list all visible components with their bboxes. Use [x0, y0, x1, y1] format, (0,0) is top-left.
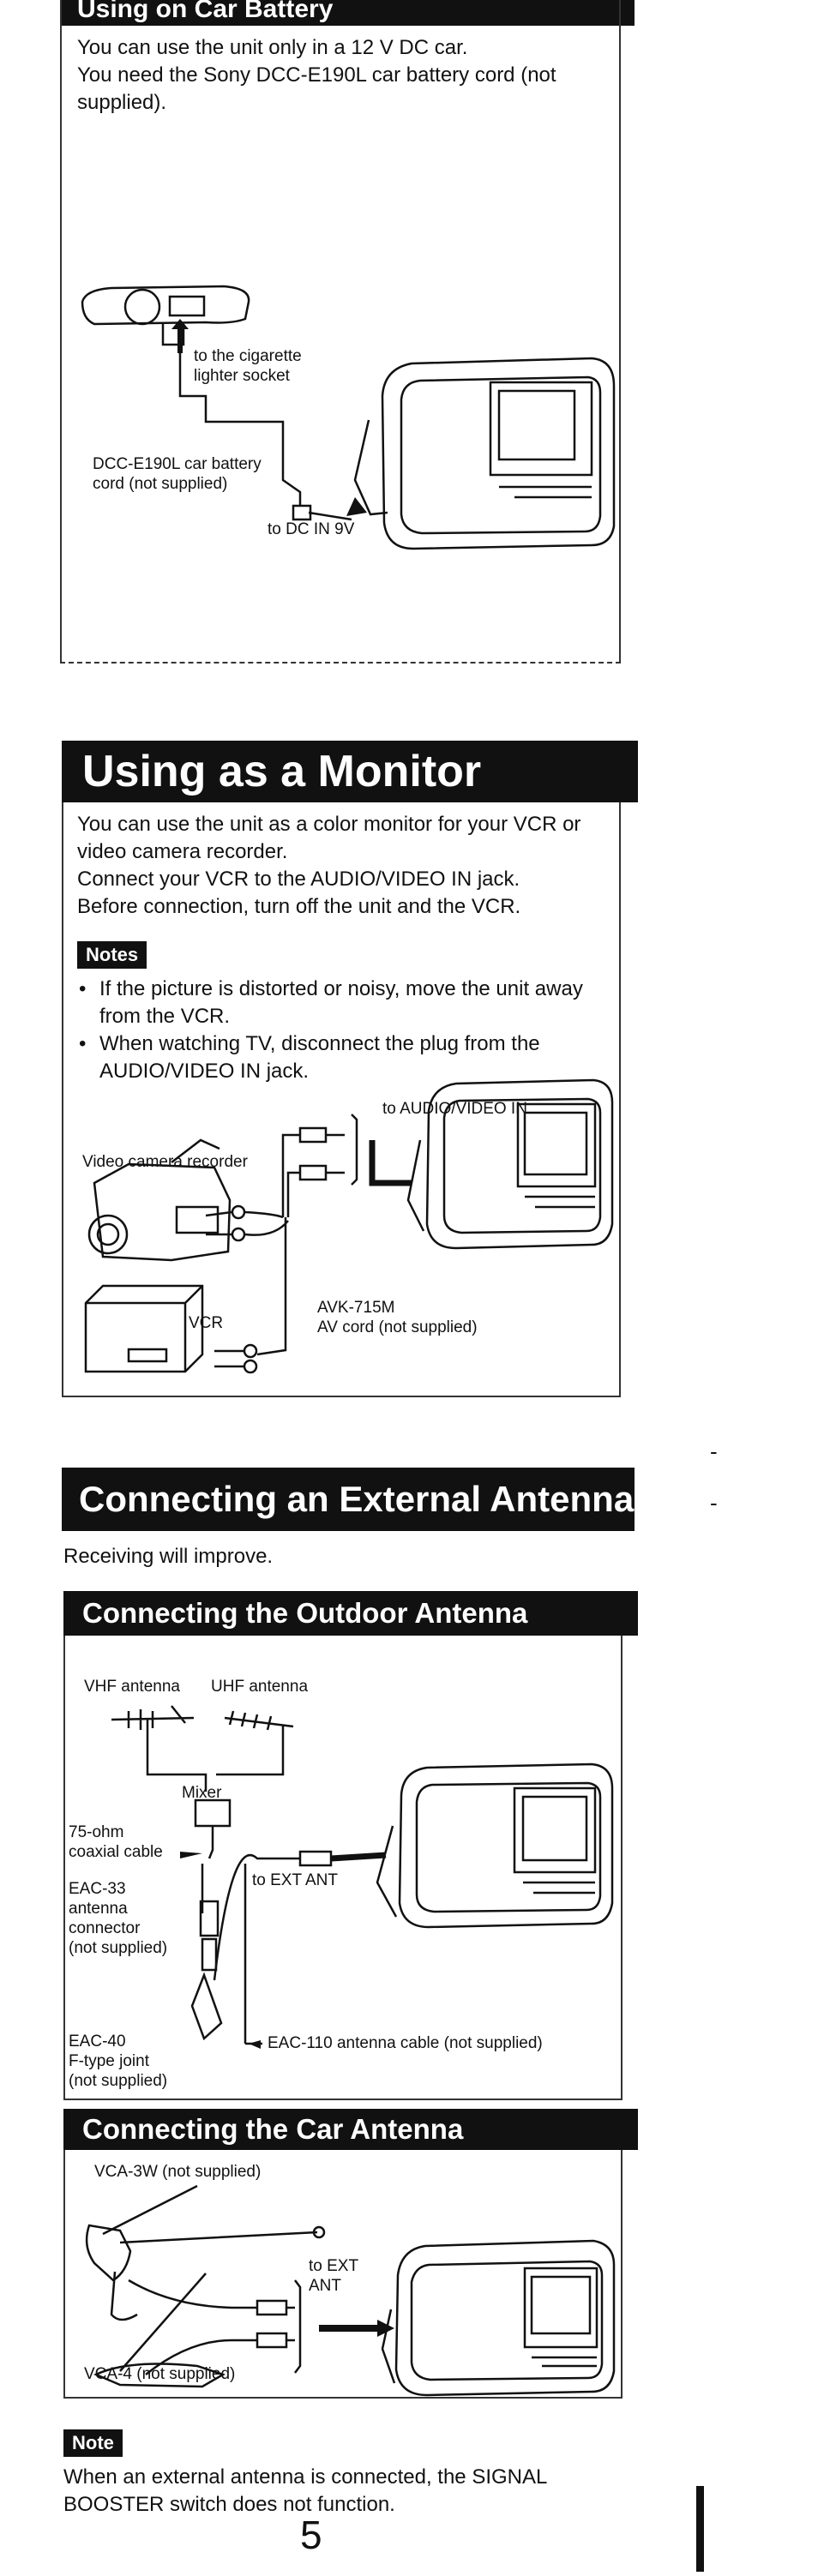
section-heading-monitor: Using as a Monitor: [62, 741, 638, 802]
section-frame-car-battery: [60, 0, 621, 664]
label-vcr: VCR: [189, 1314, 224, 1332]
label-audio-video-in: to AUDIO/VIDEO IN: [382, 1100, 527, 1118]
label-video-camera-recorder: Video camera recorder: [82, 1153, 248, 1171]
section-heading-external-antenna: Connecting an External Antenna: [62, 1468, 635, 1531]
label-mixer: Mixer: [182, 1784, 222, 1802]
subsection-frame-outdoor: [63, 1636, 623, 2100]
subheading-car-antenna: Connecting the Car Antenna: [63, 2109, 638, 2150]
label-dc-in: to DC IN 9V: [268, 520, 355, 538]
note-item: If the picture is distorted or noisy, mo…: [99, 977, 583, 1028]
car-battery-text: You can use the unit only in a 12 V DC c…: [77, 36, 556, 114]
note-bullet: •: [79, 977, 87, 1000]
note-item: When watching TV, disconnect the plug fr…: [99, 1032, 540, 1083]
label-eac40-joint: EAC-40 F-type joint (not supplied): [69, 2033, 168, 2090]
label-coaxial-cable: 75-ohm coaxial cable: [69, 1823, 163, 1861]
note-bullet: •: [79, 1032, 87, 1055]
margin-mark: -: [710, 1438, 718, 1464]
subsection-frame-car-antenna: [63, 2150, 623, 2399]
subheading-outdoor-antenna: Connecting the Outdoor Antenna: [63, 1591, 638, 1636]
section-frame-monitor: [62, 802, 621, 1397]
label-cigarette-socket: to the cigarette lighter socket: [194, 347, 302, 385]
monitor-illustration: [84, 1078, 614, 1374]
notes-badge: Notes: [77, 941, 147, 969]
antenna-note-text: When an external antenna is connected, t…: [63, 2465, 548, 2516]
label-dcc-cord: DCC-E190L car battery cord (not supplied…: [93, 455, 262, 493]
page-number: 5: [300, 2513, 322, 2557]
car-battery-illustration: [81, 285, 616, 550]
note-badge: Note: [63, 2429, 123, 2457]
margin-mark: -: [710, 1490, 718, 1516]
label-eac110-cable: EAC-110 antenna cable (not supplied): [268, 2034, 543, 2052]
label-av-cord: AVK-715M AV cord (not supplied): [317, 1299, 478, 1336]
antenna-intro: Receiving will improve.: [63, 1545, 274, 1568]
label-eac33-connector: EAC-33 antenna connector (not supplied): [69, 1880, 168, 1957]
label-vca3w: VCA-3W (not supplied): [94, 2163, 262, 2181]
label-uhf-antenna: UHF antenna: [211, 1678, 309, 1696]
margin-bar: [696, 2486, 704, 2572]
label-car-ext-ant: to EXT ANT: [309, 2257, 359, 2295]
outdoor-antenna-illustration: [111, 1705, 614, 2049]
section-heading-car-battery: Using on Car Battery: [60, 0, 635, 26]
label-ext-ant: to EXT ANT: [252, 1871, 338, 1889]
label-vca4: VCA-4 (not supplied): [84, 2365, 236, 2383]
car-antenna-illustration: [85, 2184, 616, 2397]
label-vhf-antenna: VHF antenna: [84, 1678, 180, 1696]
monitor-text: You can use the unit as a color monitor …: [77, 813, 581, 918]
